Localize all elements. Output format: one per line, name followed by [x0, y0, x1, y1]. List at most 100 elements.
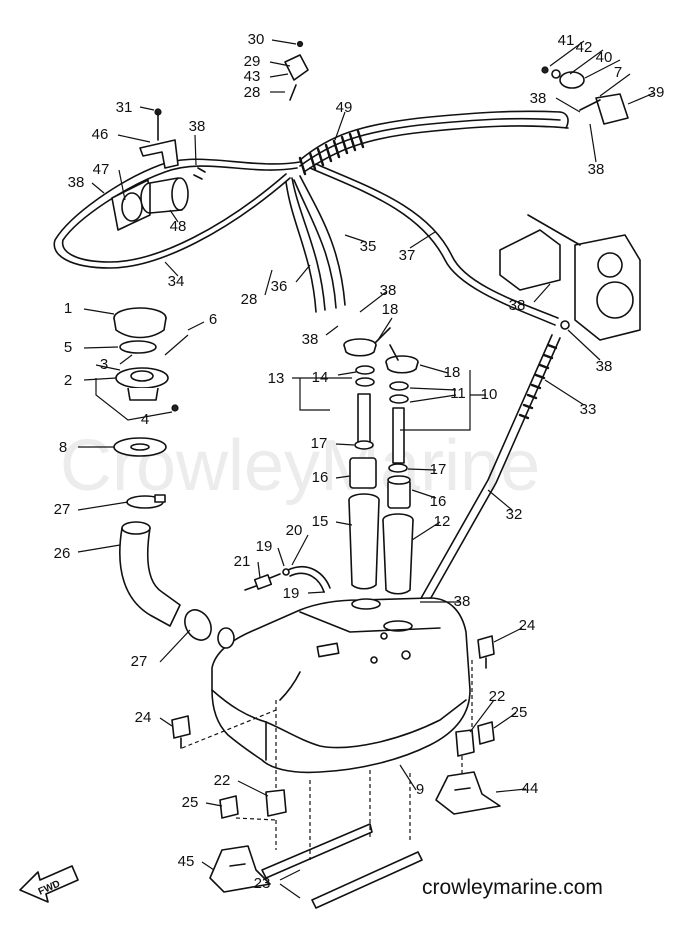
callout-c38c: 38: [530, 90, 547, 107]
callout-c6: 6: [209, 311, 217, 328]
callout-c38h: 38: [596, 358, 613, 375]
mount-45: [209, 845, 271, 893]
callout-c29: 29: [244, 53, 261, 70]
callout-c13: 13: [268, 370, 285, 387]
callout-c8: 8: [59, 439, 67, 456]
callout-c41: 41: [558, 32, 575, 49]
hose-35-36: [285, 175, 346, 313]
screw-6: [164, 334, 189, 356]
pickup-tube-left: [357, 393, 371, 443]
washer-17-left: [354, 440, 374, 450]
filler-neck-2: [115, 367, 169, 401]
callout-c22a: 22: [489, 688, 506, 705]
hose-34: [53, 158, 301, 269]
bolt-25-left: [219, 795, 239, 819]
main-hose-bundle: [298, 110, 569, 176]
bracket-22-right: [455, 729, 475, 757]
hose-20: [287, 565, 331, 589]
fuel-tank-9: [211, 597, 471, 774]
bolt-24-right: [477, 635, 495, 669]
callout-c11: 11: [450, 385, 466, 402]
filler-hose-26: [119, 521, 181, 627]
callout-c30: 30: [248, 31, 265, 48]
callout-c12: 12: [434, 513, 451, 530]
callout-c4: 4: [141, 411, 149, 428]
callout-c47: 47: [93, 161, 110, 178]
check-valve-21: [244, 573, 281, 591]
filter-16-left: [349, 457, 377, 489]
callout-c25b: 25: [182, 794, 199, 811]
callout-c24b: 24: [135, 709, 152, 726]
callout-c34: 34: [168, 273, 185, 290]
fuel-pump-7-39-40: [541, 66, 629, 125]
bracket-22-left: [265, 789, 287, 817]
callout-c17b: 17: [430, 461, 447, 478]
callout-c17a: 17: [311, 435, 328, 452]
callout-c16b: 16: [430, 493, 447, 510]
callout-c2: 2: [64, 372, 72, 389]
callout-c46: 46: [92, 126, 109, 143]
callout-c38g: 38: [509, 297, 526, 314]
callout-c3: 3: [100, 356, 108, 373]
washers-11: [389, 381, 409, 404]
callout-c10: 10: [481, 386, 498, 403]
pickup-cap-right: [385, 344, 419, 374]
bolt-24-left: [171, 715, 191, 749]
callout-c19a: 19: [256, 538, 273, 555]
callout-c31: 31: [116, 99, 133, 116]
callout-c24a: 24: [519, 617, 536, 634]
callout-c38i: 38: [454, 593, 471, 610]
callout-c28a: 28: [244, 84, 261, 101]
mount-44: [435, 771, 501, 815]
callout-c32: 32: [506, 506, 523, 523]
washer-17-right: [388, 463, 408, 473]
callout-c14: 14: [312, 369, 329, 386]
callout-c7: 7: [614, 64, 622, 81]
callout-c38a: 38: [189, 118, 206, 135]
site-credit: crowleymarine.com: [422, 876, 603, 899]
callout-c43: 43: [244, 68, 261, 85]
callout-c18b: 18: [444, 364, 461, 381]
vent-hose-32-33: [419, 334, 561, 604]
callout-c38d: 38: [588, 161, 605, 178]
clamp-38-top: [193, 167, 206, 180]
callout-c27b: 27: [131, 653, 148, 670]
callout-c28b: 28: [241, 291, 258, 308]
gasket-8: [113, 437, 167, 457]
fwd-arrow-icon: [19, 865, 79, 903]
callout-c49: 49: [336, 99, 353, 116]
callout-c18a: 18: [382, 301, 399, 318]
callout-c33: 33: [580, 401, 597, 418]
callout-c15: 15: [312, 513, 329, 530]
tank-pads-23: [261, 823, 423, 909]
pickup-cap-left: [343, 327, 391, 357]
callout-c1: 1: [64, 300, 72, 317]
callout-c23: 23: [254, 875, 271, 892]
fuel-filter-48: [140, 177, 189, 214]
bolt-25-right: [477, 721, 495, 745]
washers-14: [355, 365, 375, 387]
hose-clamp-27-bottom: [184, 609, 212, 641]
filler-cap-1: [113, 307, 167, 339]
callout-c26: 26: [54, 545, 71, 562]
guard-tube-15: [348, 493, 380, 590]
callout-c38b: 38: [68, 174, 85, 191]
callout-c19b: 19: [283, 585, 300, 602]
callout-c40: 40: [596, 49, 613, 66]
callout-c22b: 22: [214, 772, 231, 789]
callout-c21: 21: [234, 553, 251, 570]
callout-c35: 35: [360, 238, 377, 255]
screw-4: [171, 404, 179, 412]
callout-c20: 20: [286, 522, 303, 539]
guard-tube-12: [382, 513, 414, 595]
pickup-tube-right: [392, 407, 405, 464]
callout-c45: 45: [178, 853, 195, 870]
filter-bracket-46: [139, 108, 179, 169]
callout-c38e: 38: [380, 282, 397, 299]
fuel-cock-28-29: [284, 40, 309, 101]
hose-37: [309, 163, 559, 326]
callout-c42: 42: [576, 39, 593, 56]
